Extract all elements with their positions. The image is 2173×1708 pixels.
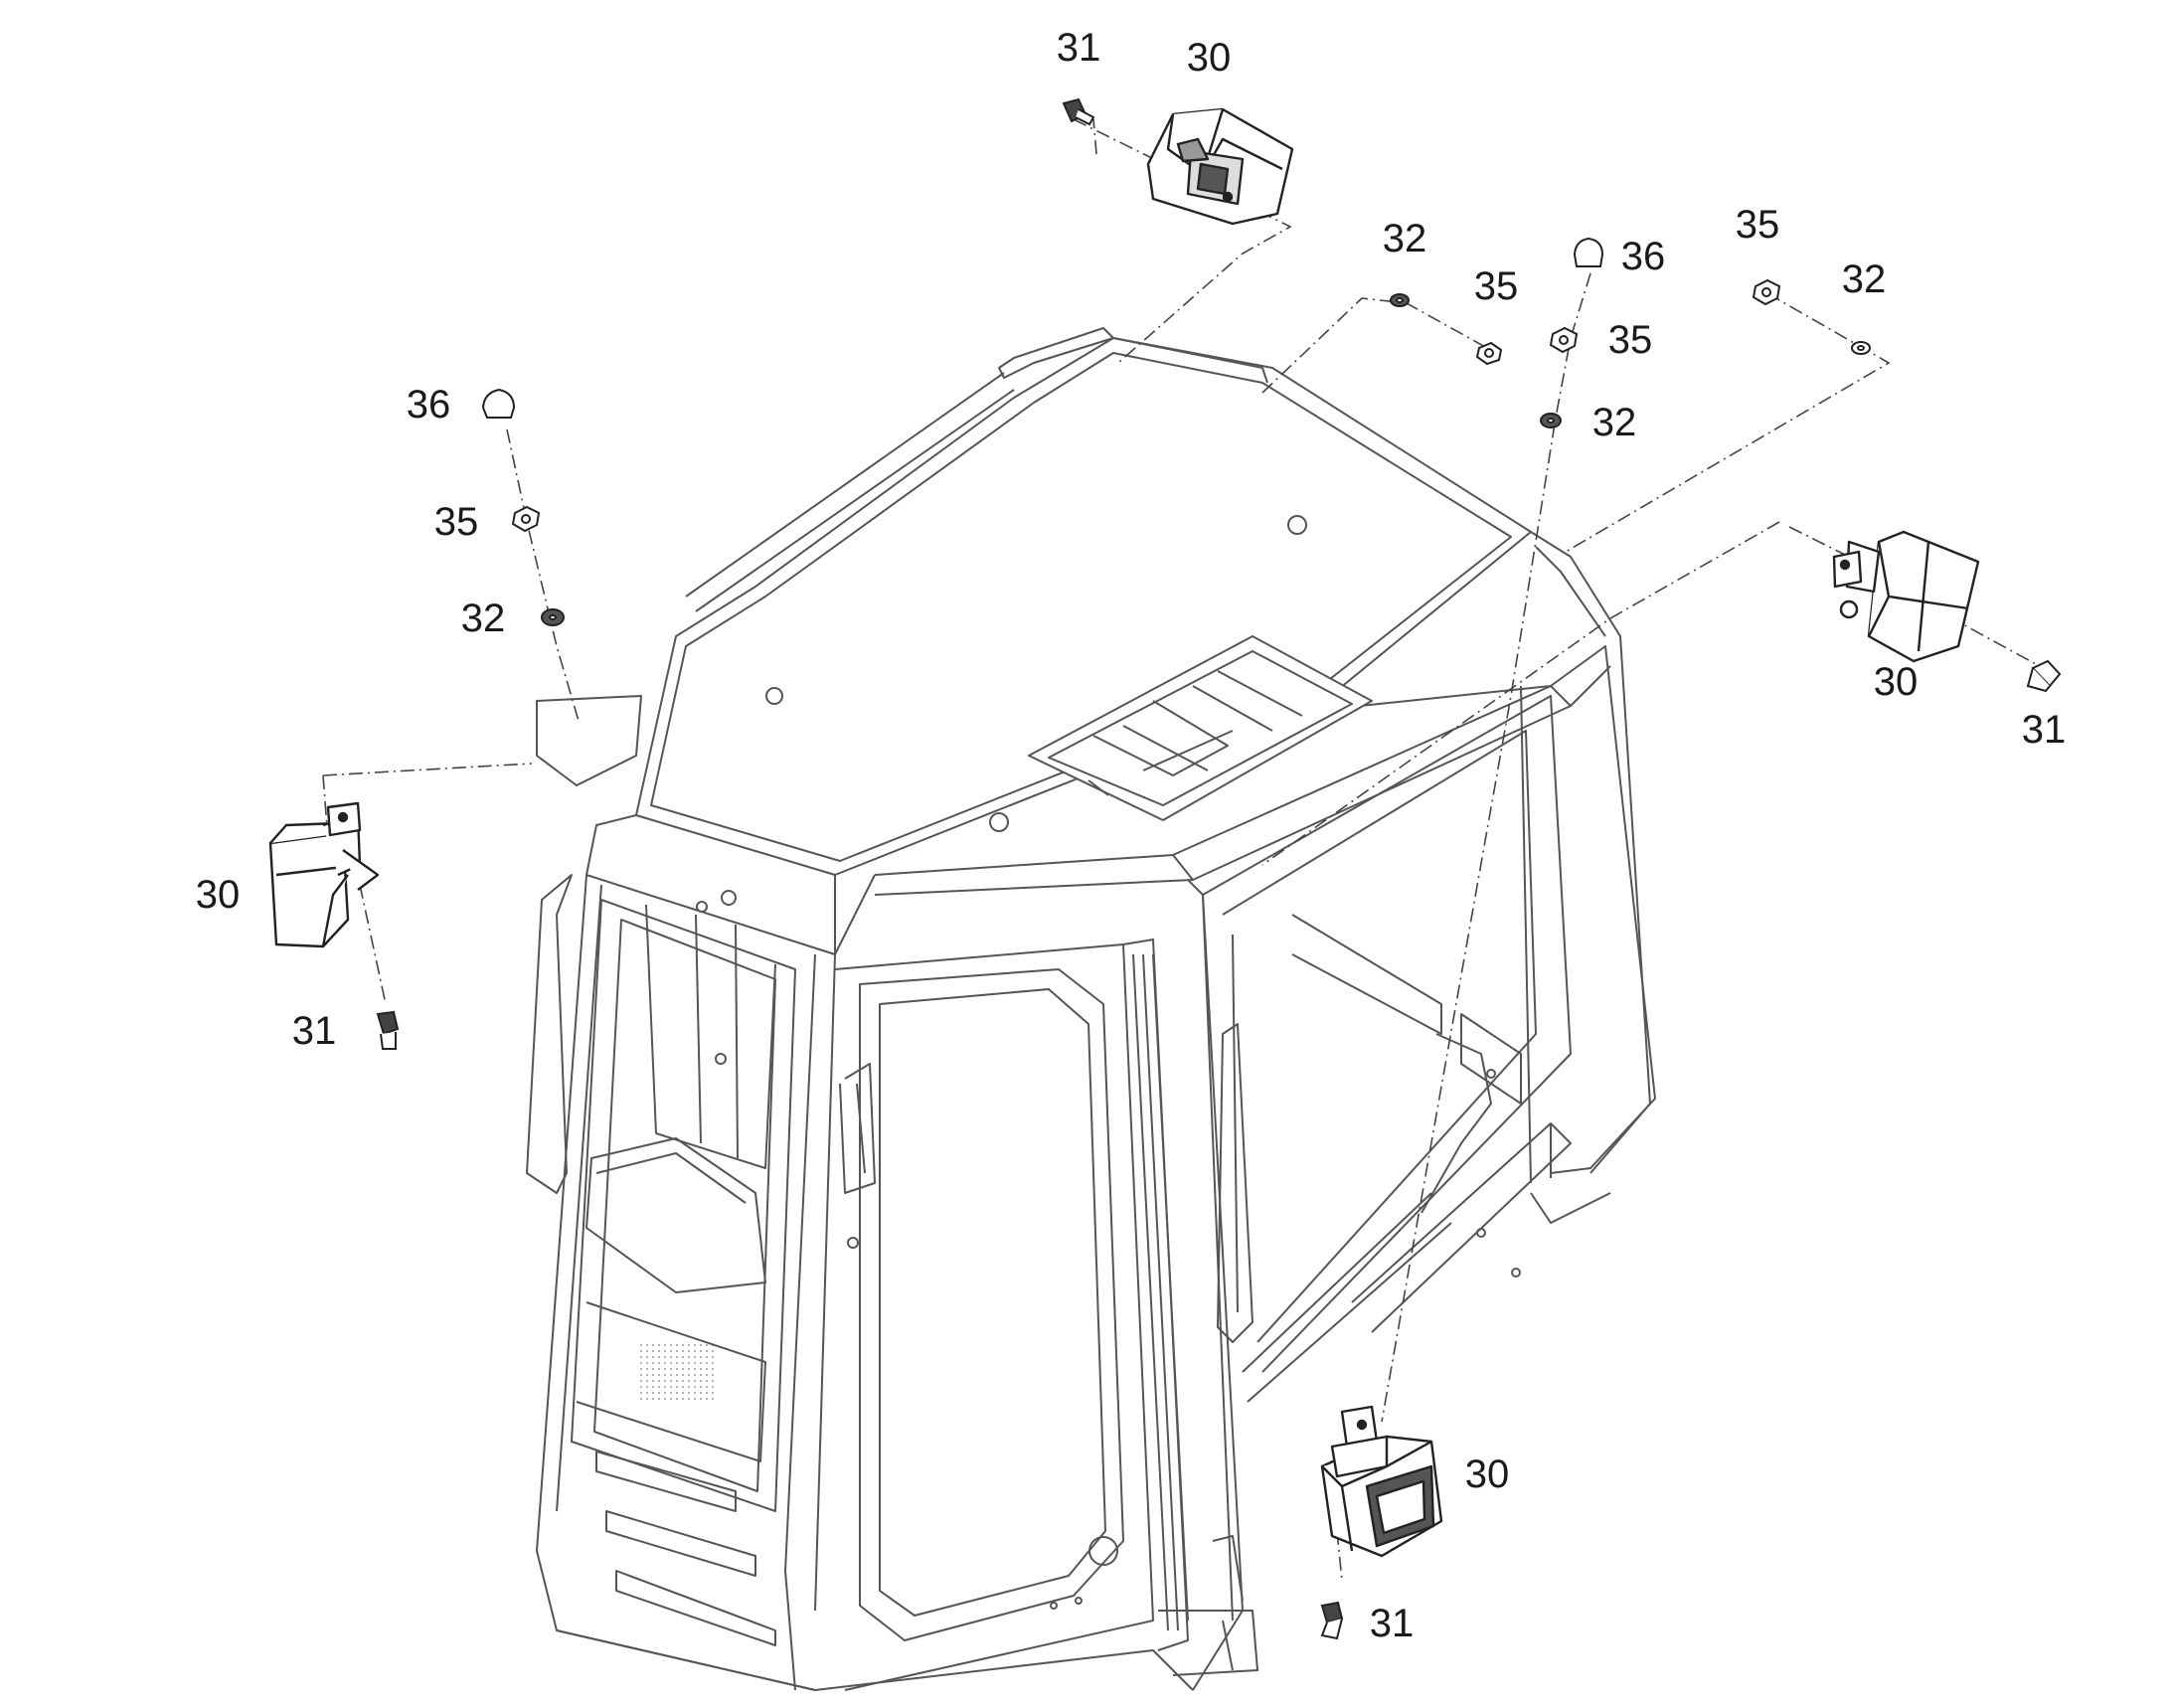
- callout-top-cap: 36: [1620, 235, 1666, 278]
- callout-left-screw: 31: [291, 1009, 337, 1053]
- callout-bottom-screw: 31: [1369, 1602, 1415, 1645]
- callout-left-light: 30: [195, 873, 241, 917]
- callout-right-screw: 31: [2021, 708, 2067, 752]
- left-work-light: [268, 801, 380, 948]
- top-work-light: [1146, 107, 1294, 226]
- assembly-lines: [322, 118, 2059, 1582]
- top-screw: [1062, 97, 1095, 126]
- callout-left-cap: 36: [406, 383, 451, 427]
- callout-top-screw: 31: [1056, 26, 1101, 70]
- callout-top-nut-center: 35: [1607, 318, 1653, 362]
- bottom-work-light: [1320, 1405, 1443, 1558]
- callout-left-washer: 32: [460, 597, 506, 640]
- cab-roof: [635, 337, 1532, 876]
- right-screw: [2026, 659, 2062, 693]
- cab-frame: [526, 327, 1656, 1691]
- callout-top-washer-right: 32: [1841, 257, 1887, 301]
- callout-top-nut-right: 35: [1735, 203, 1780, 247]
- callout-right-light: 30: [1873, 660, 1919, 704]
- top-center-hardware: [1390, 237, 1871, 428]
- callout-top-light: 30: [1186, 36, 1232, 80]
- callout-top-washer-center: 32: [1591, 401, 1637, 444]
- right-work-light: [1832, 530, 1980, 663]
- callout-left-nut: 35: [433, 500, 479, 544]
- callout-top-washer-left: 32: [1382, 217, 1427, 260]
- left-screw: [376, 1010, 400, 1050]
- callout-top-nut-left: 35: [1473, 264, 1519, 308]
- callout-bottom-light: 30: [1464, 1452, 1510, 1496]
- left-hardware: [481, 388, 565, 626]
- bottom-screw: [1320, 1601, 1344, 1640]
